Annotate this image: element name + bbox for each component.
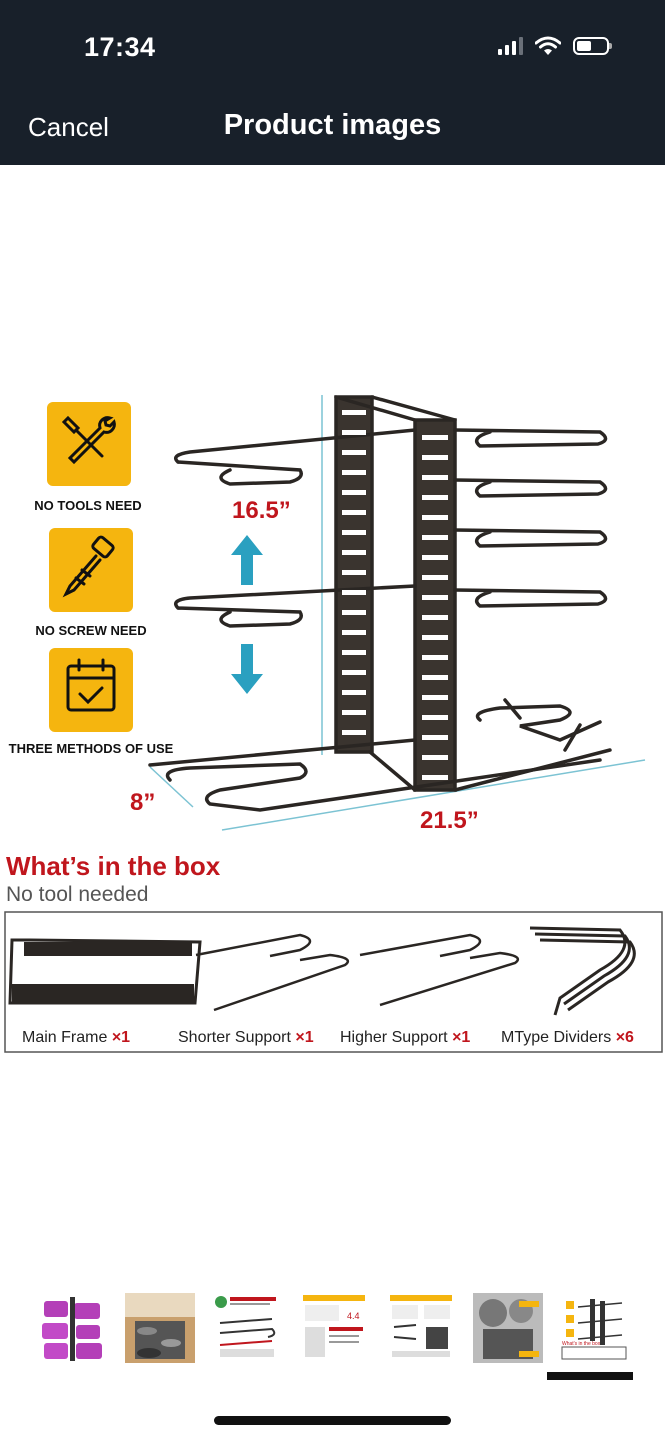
feature-label: NO SCREW NEED [35,623,146,638]
cellular-signal-icon [498,37,523,55]
svg-text:4.4: 4.4 [347,1311,360,1321]
app-header: 17:34 Cancel Product images [0,0,665,165]
svg-text:Higher Support ×1: Higher Support ×1 [340,1029,470,1046]
feature-label: NO TOOLS NEED [34,498,141,513]
thumbnail-1[interactable] [38,1293,108,1363]
svg-text:Shorter Support ×1: Shorter Support ×1 [178,1029,314,1046]
pan-rack-illustration [148,395,612,812]
wifi-icon [535,36,561,55]
depth-dimension: 8” [130,789,155,816]
feature-no-screw: NO SCREW NEED [35,528,147,638]
thumbnail-7[interactable]: What's in the box [560,1293,630,1363]
thumbnail-strip: 4.4 What's in the box [38,1293,630,1363]
main-frame-illustration [8,938,202,1005]
box-item-mtype-dividers: MType Dividers ×6 [501,1029,634,1046]
thumbnail-6[interactable] [473,1293,543,1363]
status-time: 17:34 [84,32,156,62]
arrow-down-icon [231,644,263,694]
width-dimension: 21.5” [420,807,479,834]
status-icons [498,36,612,56]
svg-text:MType Dividers ×6: MType Dividers ×6 [501,1029,634,1046]
dividers-illustration [529,926,636,1016]
tools-icon [61,415,116,465]
home-indicator[interactable] [214,1416,451,1425]
svg-text:What's in the box: What's in the box [562,1341,601,1347]
box-contents-panel [4,911,663,1053]
height-dimension: 16.5” [232,497,291,524]
battery-icon [573,37,612,55]
feature-label: THREE METHODS OF USE [9,741,174,756]
svg-text:Main Frame ×1: Main Frame ×1 [22,1029,130,1046]
box-item-higher-support: Higher Support ×1 [340,1029,470,1046]
page-title: Product images [223,109,442,141]
product-image: NO TOOLS NEED NO SCREW NEED THREE METHOD… [4,395,663,1053]
thumbnail-2[interactable] [125,1293,195,1363]
box-item-main-frame: Main Frame ×1 [22,1029,130,1046]
support-illustrations [195,933,520,1012]
thumbnail-5[interactable] [386,1293,456,1363]
feature-three-methods: THREE METHODS OF USE [9,648,174,756]
box-item-shorter-support: Shorter Support ×1 [178,1029,314,1046]
box-subheading: No tool needed [6,883,148,906]
calendar-check-icon [66,658,116,712]
feature-no-tools: NO TOOLS NEED [34,402,142,513]
box-heading: What’s in the box [6,851,221,881]
screw-icon [62,535,115,598]
thumbnail-4[interactable]: 4.4 [299,1293,369,1363]
thumbnail-3[interactable] [212,1293,282,1363]
selected-thumbnail-indicator [547,1372,633,1380]
cancel-button[interactable]: Cancel [28,112,109,142]
arrow-up-icon [231,535,263,585]
